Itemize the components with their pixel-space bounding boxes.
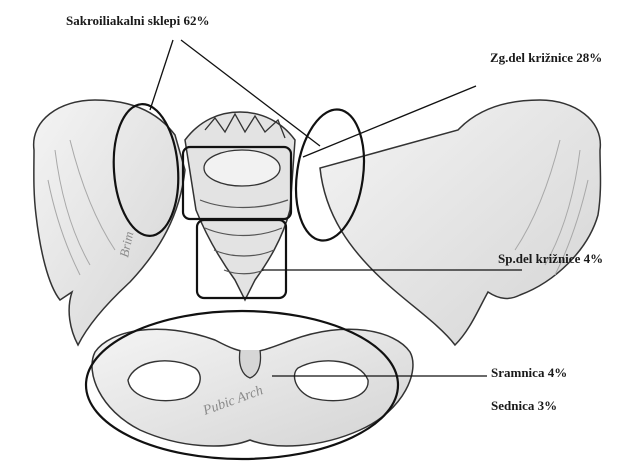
vertebra-body <box>204 150 280 186</box>
label-ischium: Sednica 3% <box>491 398 557 413</box>
label-upper-sacrum: Zg.del križnice 28% <box>490 50 602 65</box>
left-ilium <box>34 100 185 345</box>
label-lower-sacrum: Sp.del križnice 4% <box>498 251 603 266</box>
leader-sacroiliac-left <box>150 40 173 110</box>
label-pubis: Sramnica 4% <box>491 365 567 380</box>
obturator-foramen-left <box>128 361 200 401</box>
sacrum <box>185 112 295 300</box>
label-sacroiliac: Sakroiliakalni sklepi 62% <box>66 13 210 28</box>
